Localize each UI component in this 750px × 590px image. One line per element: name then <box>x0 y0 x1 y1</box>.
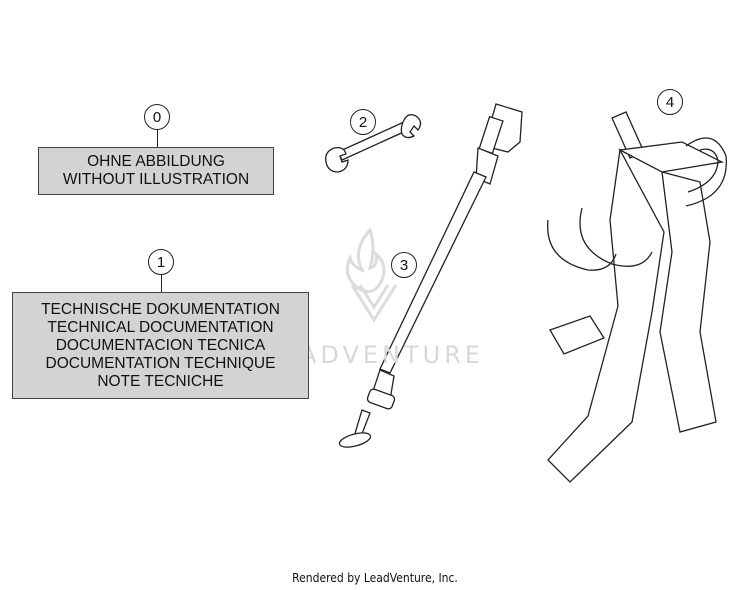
footer-credit: Rendered by LeadVenture, Inc. <box>292 571 458 585</box>
callout-1: 1 <box>148 249 174 275</box>
callout-0: 0 <box>144 104 170 130</box>
box-1-line: NOTE TECNICHE <box>97 372 224 390</box>
callout-2: 2 <box>350 109 376 135</box>
box-without-illustration: OHNE ABBILDUNG WITHOUT ILLUSTRATION <box>38 147 274 195</box>
front-stand-part <box>547 111 727 483</box>
leader-0 <box>157 130 158 147</box>
box-0-line: OHNE ABBILDUNG <box>87 153 225 170</box>
leader-1 <box>161 275 162 292</box>
box-0-line: WITHOUT ILLUSTRATION <box>62 171 250 188</box>
box-technical-documentation: TECHNISCHE DOKUMENTATION TECHNICAL DOCUM… <box>12 292 309 399</box>
callout-4: 4 <box>657 89 683 115</box>
watermark-text: ADVENTURE <box>300 341 485 369</box>
box-1-line: DOCUMENTATION TECHNIQUE <box>45 354 276 372</box>
box-1-line: DOCUMENTACION TECNICA <box>55 336 266 354</box>
flame-logo-icon <box>345 227 398 323</box>
callout-3: 3 <box>391 252 417 278</box>
wrench-part <box>325 114 422 173</box>
box-1-line: TECHNISCHE DOKUMENTATION <box>41 300 280 318</box>
stand-part <box>338 103 523 448</box>
box-1-line: TECHNICAL DOCUMENTATION <box>47 318 274 336</box>
